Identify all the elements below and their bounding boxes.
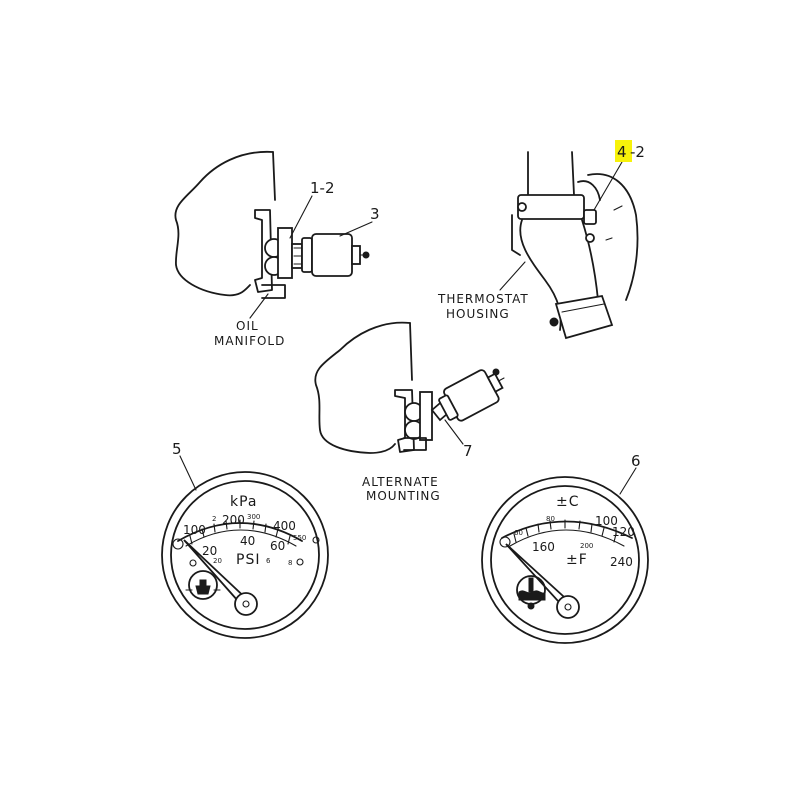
pressure-label-40: 40 (240, 534, 255, 548)
temp-label-240: 240 (610, 555, 633, 569)
pressure-small-6: 6 (266, 557, 271, 565)
oil-can-icon (185, 570, 221, 600)
pressure-label-200: 200 (222, 513, 245, 527)
thermostat-label-line1: THERMOSTAT (437, 292, 529, 306)
callout-4-highlight (615, 140, 632, 162)
temp-label-100: 100 (595, 514, 618, 528)
oil-manifold-label-line2: MANIFOLD (214, 334, 285, 348)
pressure-small-2: 2 (212, 515, 216, 523)
oil-manifold-assembly (174, 150, 373, 319)
temp-label-160: 160 (532, 540, 555, 554)
temp-small-80: 80 (546, 515, 555, 523)
pressure-label-20: 20 (202, 544, 217, 558)
temp-label-120: 120 (612, 525, 635, 539)
pressure-small-20: 20 (213, 557, 222, 565)
callout-4-suffix: -2 (630, 143, 645, 161)
callout-5: 5 (172, 440, 182, 458)
pressure-label-60: 60 (270, 539, 285, 553)
callout-6: 6 (631, 452, 641, 470)
temp-small-200: 200 (580, 542, 593, 550)
coolant-temperature-icon (516, 575, 546, 610)
alternate-label-line2: MOUNTING (366, 489, 441, 503)
temp-unit-celsius: ±C (556, 494, 580, 510)
alternate-mounting-assembly (314, 321, 505, 454)
callout-3: 3 (370, 205, 380, 223)
pressure-unit-psi: PSI (236, 552, 260, 568)
alternate-label-line1: ALTERNATE (362, 475, 439, 489)
thermostat-housing-assembly (499, 151, 639, 340)
temperature-gauge (481, 467, 649, 644)
thermostat-label-line2: HOUSING (446, 307, 510, 321)
pressure-small-300: 300 (247, 513, 260, 521)
pressure-small-550: 550 (293, 534, 306, 542)
callout-1-2: 1-2 (310, 179, 335, 197)
callout-4-number: 4 (617, 143, 627, 161)
pressure-unit-kpa: kPa (230, 494, 258, 510)
callout-7: 7 (463, 442, 473, 460)
pressure-gauge (161, 455, 329, 639)
temp-small-60: 60 (514, 529, 523, 537)
oil-manifold-label-line1: OIL (236, 319, 259, 333)
pressure-label-400: 400 (273, 519, 296, 533)
pressure-small-8: 8 (288, 559, 292, 567)
temp-unit-fahrenheit: ±F (566, 552, 588, 568)
pressure-label-100: 100 (183, 523, 206, 537)
